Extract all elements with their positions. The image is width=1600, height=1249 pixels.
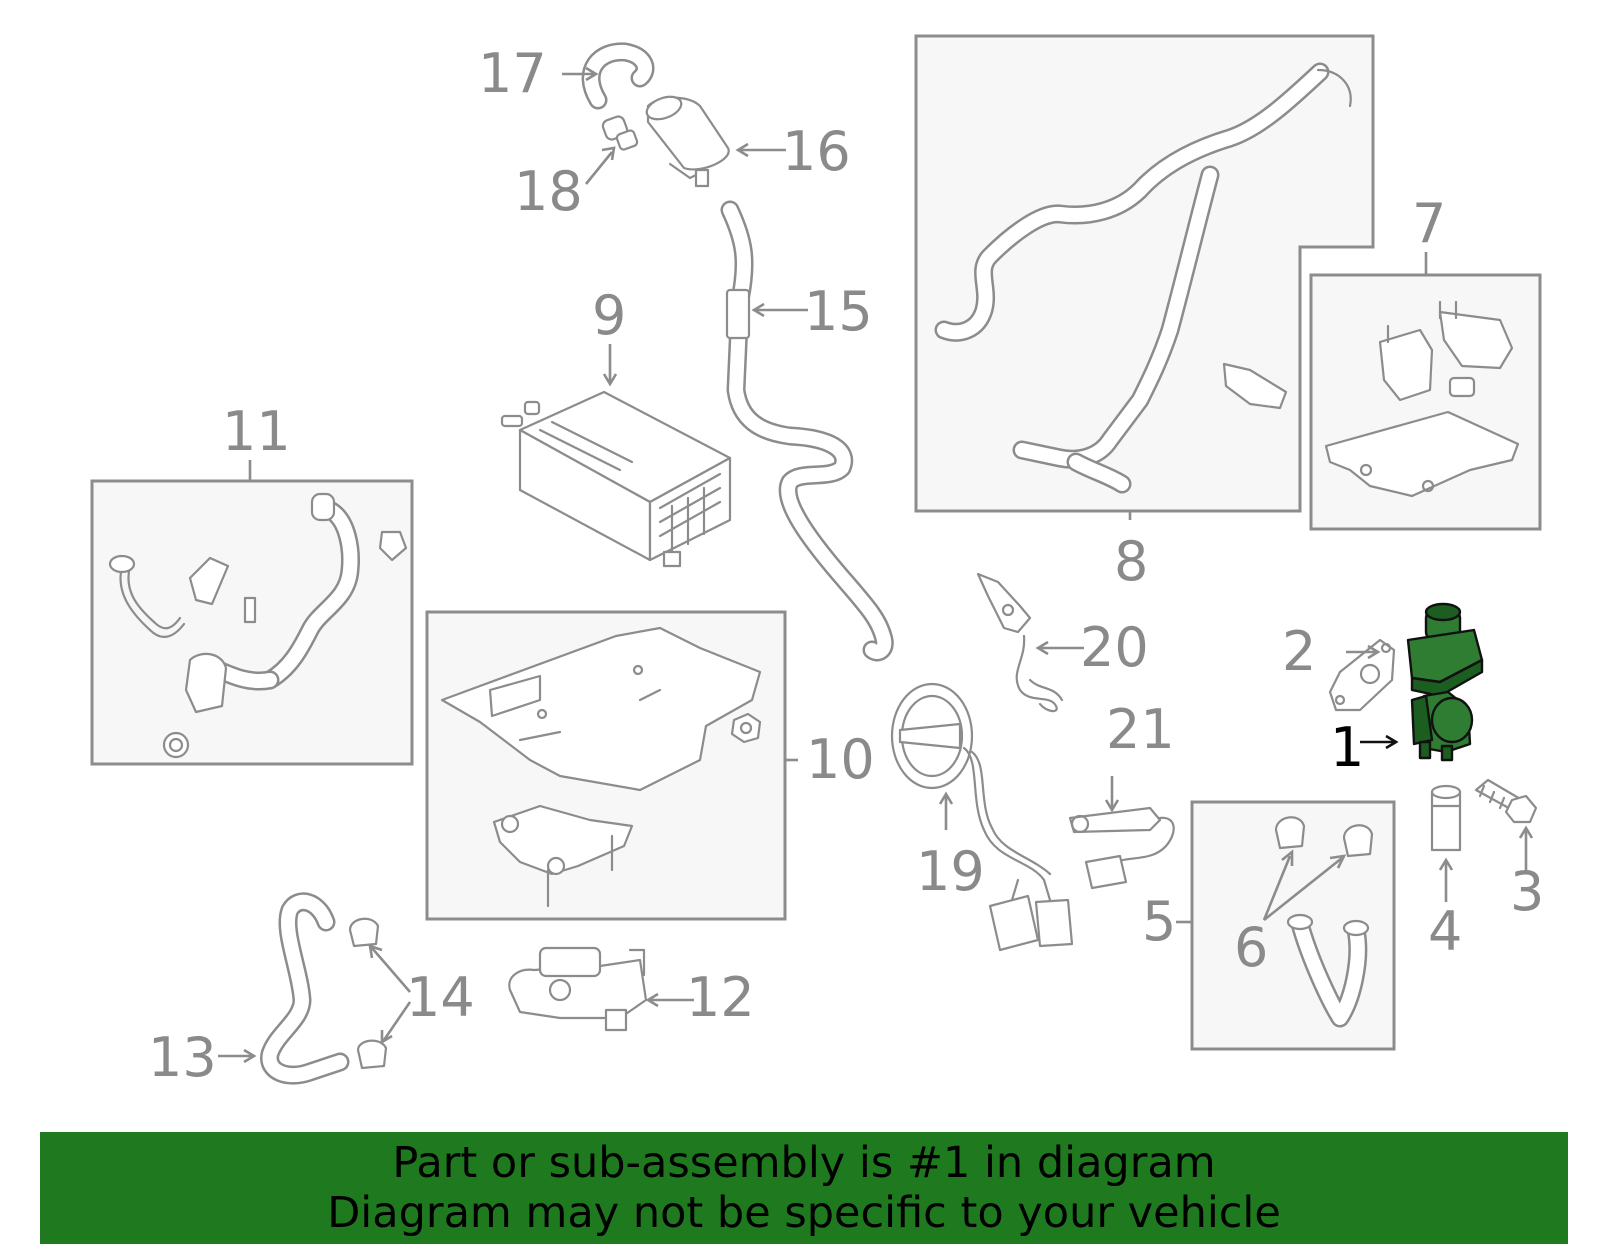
- callout-1: 1: [1330, 716, 1364, 779]
- part-13-hose: [260, 892, 350, 1085]
- part-9-canister: [500, 390, 732, 568]
- callout-20: 20: [1080, 616, 1149, 679]
- callout-8: 8: [1114, 530, 1148, 593]
- callout-19: 19: [916, 840, 985, 903]
- part-16-filter: [645, 95, 730, 188]
- callout-16: 16: [782, 120, 851, 183]
- part-17-hose: [581, 42, 655, 110]
- callout-3: 3: [1510, 860, 1544, 923]
- callout-2: 2: [1282, 620, 1316, 683]
- part-18-connector: [601, 115, 639, 151]
- callout-5: 5: [1142, 890, 1176, 953]
- leader-lines: [218, 66, 1534, 1064]
- callout-18: 18: [514, 160, 583, 223]
- callout-labels: 1 2 3 4 5 6 7 8 9 10 11 12 13 14 15 16 1…: [148, 42, 1544, 1089]
- callout-11: 11: [222, 400, 291, 463]
- callout-4: 4: [1428, 900, 1462, 963]
- part-21-sensor: [1068, 806, 1175, 890]
- part-4-stud: [1430, 784, 1462, 852]
- callout-17: 17: [478, 42, 547, 105]
- callout-12: 12: [686, 966, 755, 1029]
- callout-21: 21: [1106, 698, 1175, 761]
- part-7-solenoid-bracket: [1324, 300, 1520, 498]
- callout-6: 6: [1234, 916, 1268, 979]
- part-14-clamps: [348, 917, 388, 1070]
- callout-9: 9: [592, 284, 626, 347]
- part-10-bracket-shield: [440, 626, 762, 908]
- part-5-hose: [1286, 913, 1370, 1028]
- part-11-hose-assembly: [108, 492, 408, 759]
- part-20-sensor: [976, 572, 1064, 713]
- info-banner: Part or sub-assembly is #1 in diagram Di…: [40, 1132, 1568, 1244]
- banner-line-2: Diagram may not be specific to your vehi…: [327, 1188, 1281, 1238]
- callout-13: 13: [148, 1026, 217, 1089]
- part-15-hose: [720, 200, 894, 662]
- part-12-valve: [508, 946, 648, 1032]
- banner-line-1: Part or sub-assembly is #1 in diagram: [392, 1138, 1216, 1188]
- callout-10: 10: [806, 728, 875, 791]
- part-1-highlighted-valve: [1406, 602, 1484, 762]
- callout-15: 15: [804, 280, 873, 343]
- part-6-clamps: [1274, 816, 1374, 858]
- part-3-bolt: [1474, 778, 1538, 824]
- callout-14: 14: [406, 966, 475, 1029]
- part-2-gasket: [1328, 638, 1396, 712]
- part-19-sensor-harness: [890, 682, 1074, 952]
- part-8-tube-assembly: [934, 62, 1352, 494]
- callout-7: 7: [1412, 192, 1446, 255]
